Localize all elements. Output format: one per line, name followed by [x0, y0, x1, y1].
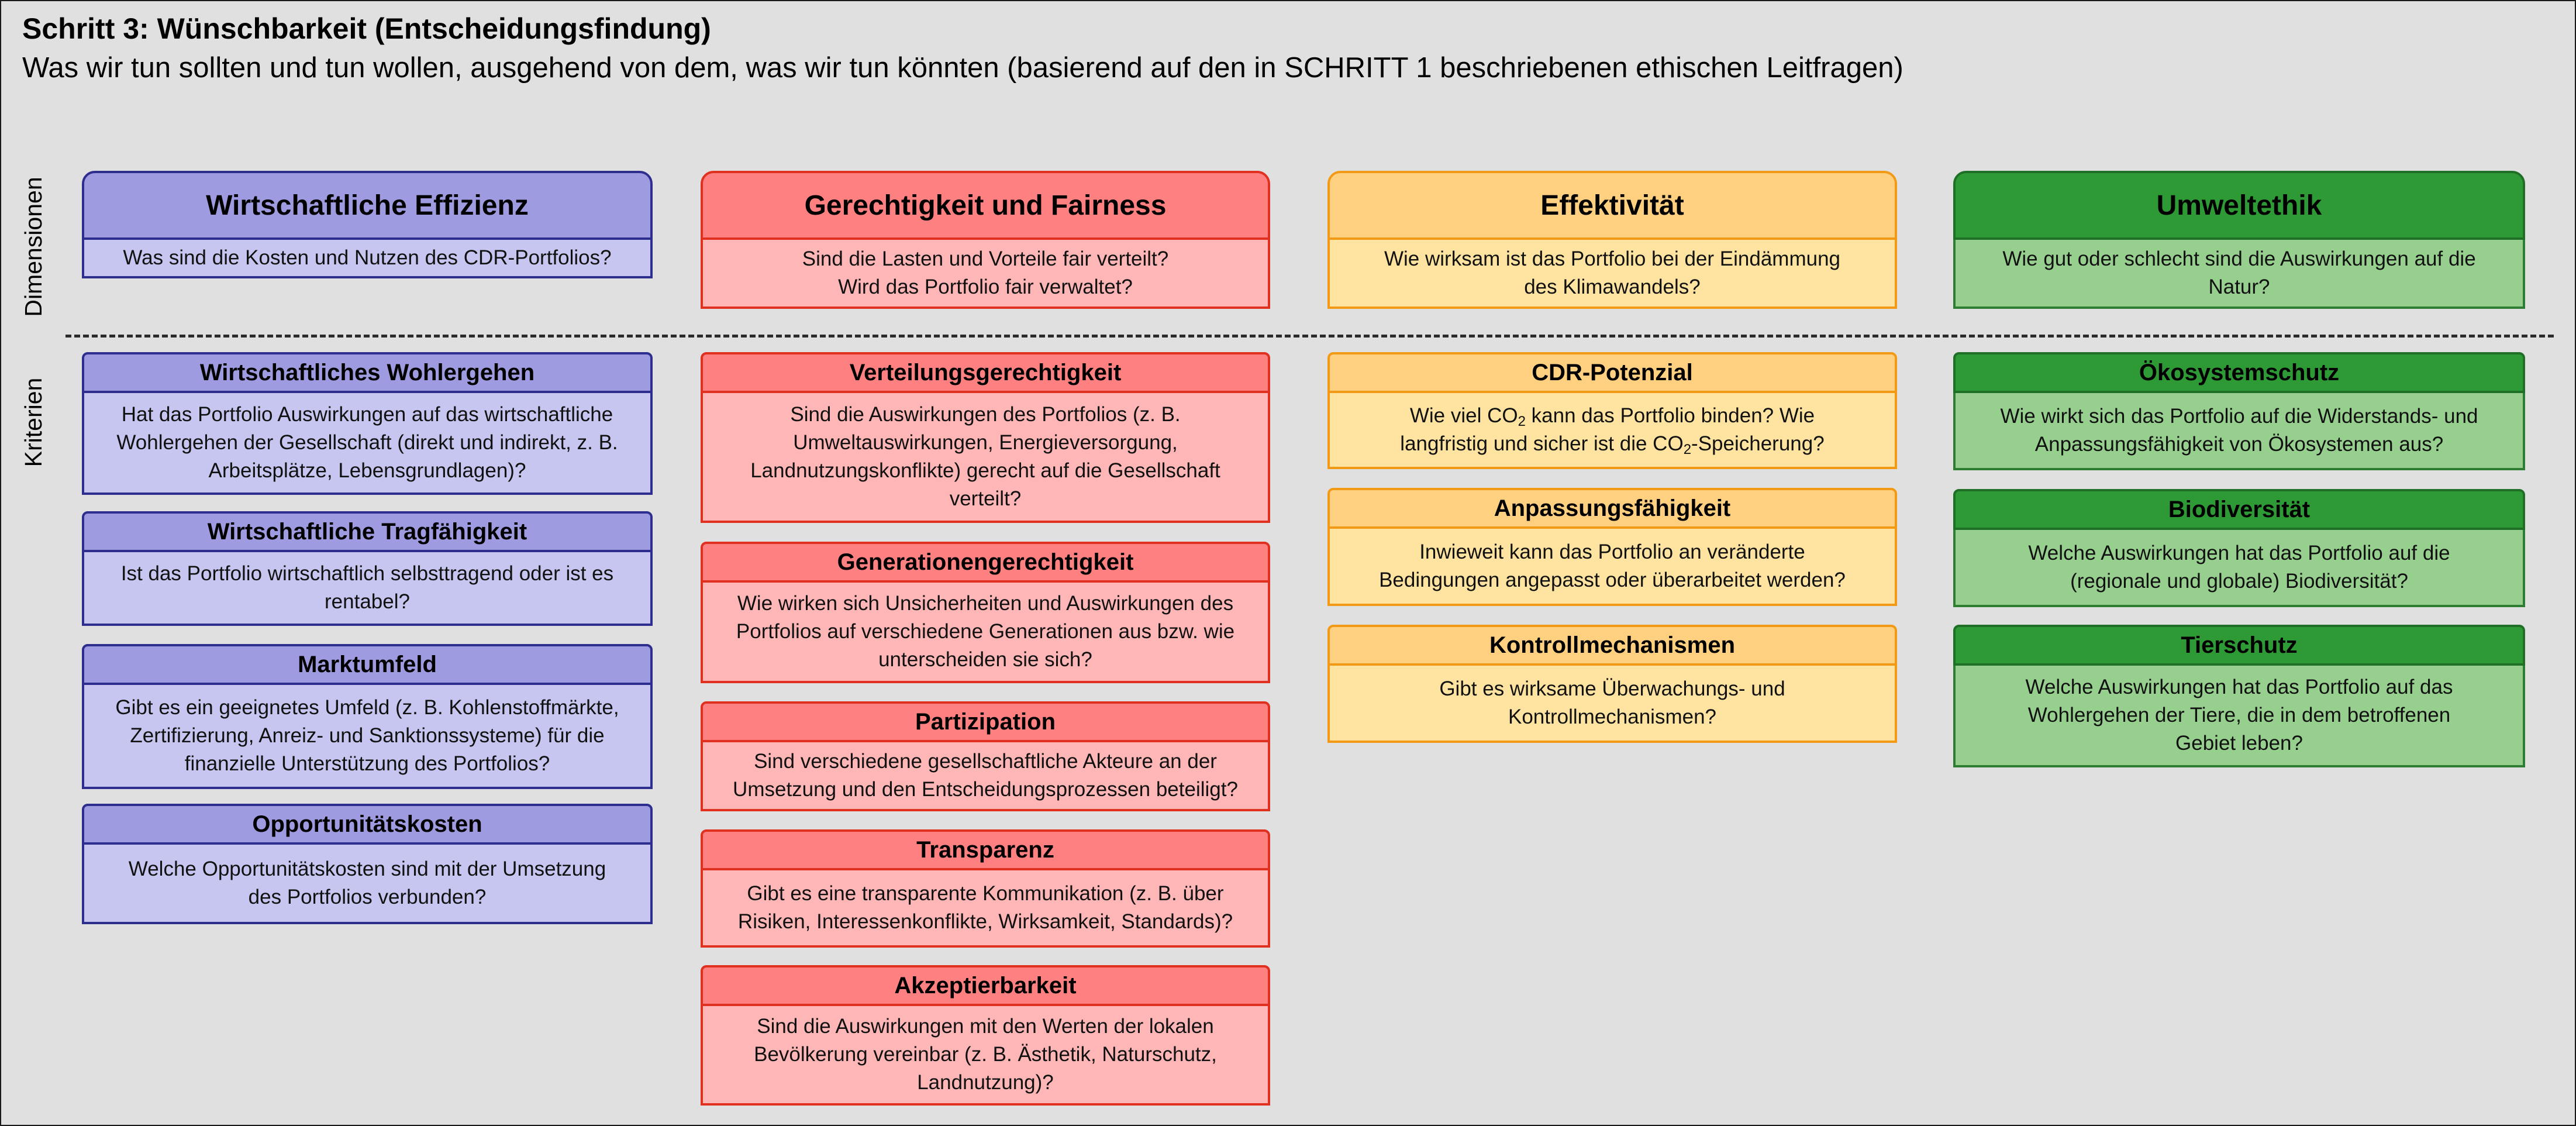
criterion-question: Gibt es ein geeignetes Umfeld (z. B. Koh… [82, 685, 653, 789]
dimension-question: Was sind die Kosten und Nutzen des CDR-P… [82, 240, 653, 278]
criterion-title: Transparenz [701, 829, 1270, 870]
dimension-question: Sind die Lasten und Vorteile fair vertei… [701, 240, 1270, 309]
criterion-question: Sind die Auswirkungen mit den Werten der… [701, 1006, 1270, 1106]
dimension-title: Gerechtigkeit und Fairness [701, 171, 1270, 240]
criteria-side-label: Kriterien [20, 377, 47, 467]
criterion-title: Ökosystemschutz [1953, 352, 2525, 393]
criterion-card: Kontrollmechanismen Gibt es wirksame Übe… [1327, 625, 1897, 743]
criterion-question: Welche Opportunitätskosten sind mit der … [82, 845, 653, 924]
page-subtitle: Was wir tun sollten und tun wollen, ausg… [22, 52, 1903, 84]
criterion-card: Wirtschaftliche Tragfähigkeit Ist das Po… [82, 511, 653, 626]
criterion-card: Transparenz Gibt es eine transparente Ko… [701, 829, 1270, 948]
criterion-title: Wirtschaftliches Wohlergehen [82, 352, 653, 393]
dimensions-side-label: Dimensionen [20, 177, 47, 317]
dimension-title: Wirtschaftliche Effizienz [82, 171, 653, 240]
criterion-title: Tierschutz [1953, 625, 2525, 666]
criterion-title: Anpassungsfähigkeit [1327, 488, 1897, 529]
criterion-card: Ökosystemschutz Wie wirkt sich das Portf… [1953, 352, 2525, 470]
criterion-card: Akzeptierbarkeit Sind die Auswirkungen m… [701, 965, 1270, 1106]
criterion-question: Welche Auswirkungen hat das Portfolio au… [1953, 530, 2525, 607]
dimension-card-effektivitaet: Effektivität Wie wirksam ist das Portfol… [1327, 171, 1897, 309]
criterion-card: Opportunitätskosten Welche Opportunitäts… [82, 804, 653, 924]
criterion-title: Kontrollmechanismen [1327, 625, 1897, 666]
criterion-title: Biodiversität [1953, 489, 2525, 530]
criterion-title: Partizipation [701, 701, 1270, 742]
criterion-question: Ist das Portfolio wirtschaftlich selbstt… [82, 552, 653, 626]
dimension-question: Wie gut oder schlecht sind die Auswirkun… [1953, 240, 2525, 309]
criterion-card: Biodiversität Welche Auswirkungen hat da… [1953, 489, 2525, 607]
criterion-question: Gibt es wirksame Überwachungs- und Kontr… [1327, 666, 1897, 743]
criterion-question: Hat das Portfolio Auswirkungen auf das w… [82, 393, 653, 495]
criterion-card: Generationengerechtigkeit Wie wirken sic… [701, 542, 1270, 683]
dimension-question: Wie wirksam ist das Portfolio bei der Ei… [1327, 240, 1897, 309]
criterion-question: Wie wirken sich Unsicherheiten und Auswi… [701, 583, 1270, 683]
dimension-card-gerechtigkeit-und-fairness: Gerechtigkeit und Fairness Sind die Last… [701, 171, 1270, 309]
criterion-question: Gibt es eine transparente Kommunikation … [701, 870, 1270, 948]
page-title: Schritt 3: Wünschbarkeit (Entscheidungsf… [22, 12, 711, 45]
criterion-question: Inwieweit kann das Portfolio an veränder… [1327, 529, 1897, 606]
dimension-title: Effektivität [1327, 171, 1897, 240]
criterion-question: Wie viel CO2 kann das Portfolio binden? … [1327, 393, 1897, 469]
criterion-title: CDR-Potenzial [1327, 352, 1897, 393]
criterion-card: Wirtschaftliches Wohlergehen Hat das Por… [82, 352, 653, 495]
criterion-card: Verteilungsgerechtigkeit Sind die Auswir… [701, 352, 1270, 523]
criterion-card: CDR-Potenzial Wie viel CO2 kann das Port… [1327, 352, 1897, 469]
dimension-card-wirtschaftliche-effizienz: Wirtschaftliche Effizienz Was sind die K… [82, 171, 653, 278]
criterion-card: Marktumfeld Gibt es ein geeignetes Umfel… [82, 644, 653, 789]
criterion-title: Wirtschaftliche Tragfähigkeit [82, 511, 653, 552]
criterion-title: Akzeptierbarkeit [701, 965, 1270, 1006]
criterion-card: Anpassungsfähigkeit Inwieweit kann das P… [1327, 488, 1897, 606]
criterion-question: Sind die Auswirkungen des Portfolios (z.… [701, 393, 1270, 523]
criterion-title: Generationengerechtigkeit [701, 542, 1270, 583]
dimension-card-umweltethik: Umweltethik Wie gut oder schlecht sind d… [1953, 171, 2525, 309]
criterion-question: Sind verschiedene gesellschaftliche Akte… [701, 742, 1270, 811]
criterion-question: Welche Auswirkungen hat das Portfolio au… [1953, 666, 2525, 767]
criterion-title: Marktumfeld [82, 644, 653, 685]
criterion-question: Wie wirkt sich das Portfolio auf die Wid… [1953, 393, 2525, 470]
criterion-title: Opportunitätskosten [82, 804, 653, 845]
separator-line [65, 335, 2554, 338]
criterion-card: Partizipation Sind verschiedene gesellsc… [701, 701, 1270, 811]
criterion-title: Verteilungsgerechtigkeit [701, 352, 1270, 393]
dimension-title: Umweltethik [1953, 171, 2525, 240]
criterion-card: Tierschutz Welche Auswirkungen hat das P… [1953, 625, 2525, 767]
